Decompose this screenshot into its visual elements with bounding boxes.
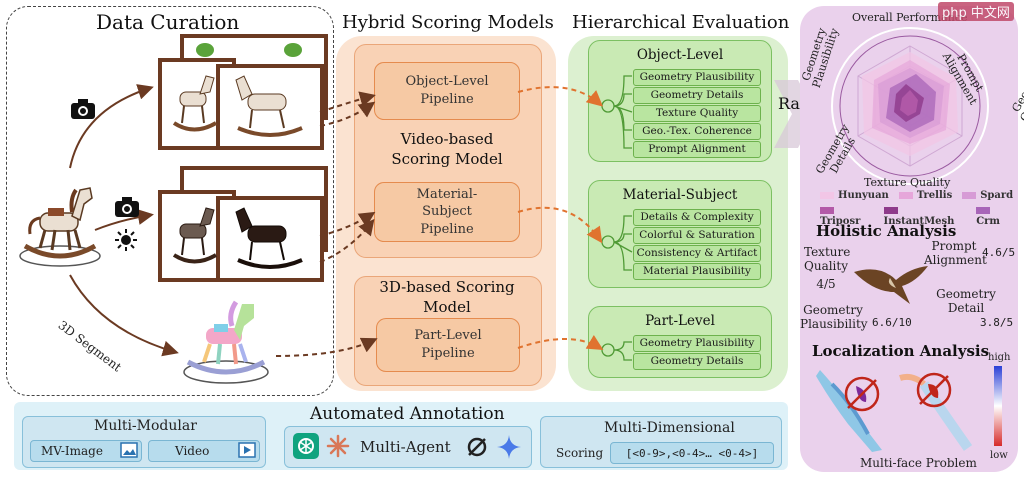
metric-item: Colorful & Saturation: [633, 227, 761, 244]
object-level-pipeline: Object-Level Pipeline: [374, 62, 520, 120]
hierarchical-title: Hierarchical Evaluation: [572, 12, 790, 33]
video-label: Video: [175, 444, 210, 458]
legend-item: Crm: [976, 205, 1016, 227]
prompt-alignment-score: 4.6/5: [982, 246, 1016, 259]
legend-item: Hunyuan: [820, 190, 889, 201]
grok-icon: [467, 437, 487, 457]
multi-agent-label: Multi-Agent: [360, 438, 451, 456]
holistic-title: Holistic Analysis: [816, 222, 957, 240]
metric-item: Geo.-Tex. Coherence: [633, 123, 761, 140]
metric-item: Prompt Alignment: [633, 141, 761, 158]
low-label: low: [990, 450, 1008, 461]
chatgpt-icon: [293, 433, 319, 459]
metric-item: Geometry Plausibility: [633, 335, 761, 352]
metric-item: Consistency & Artifact: [633, 245, 761, 262]
scoring-range: [<0-9>,<0-4>… <0-4>]: [625, 446, 759, 460]
geometry-detail-label: Geometry Detail: [936, 287, 996, 315]
metric-item: Texture Quality: [633, 105, 761, 122]
material-subject-box: Material-Subject Details & Complexity Co…: [588, 180, 772, 288]
curation-arrows: [69, 84, 179, 357]
level-title: Object-Level: [636, 47, 724, 63]
sun-icon: [115, 229, 137, 251]
geometry-detail-score: 3.8/5: [980, 316, 1014, 329]
hybrid-title: Hybrid Scoring Models: [342, 12, 554, 33]
scoring-label: Scoring: [556, 446, 604, 460]
texture-quality-label: Texture Quality: [804, 245, 851, 273]
claude-icon: [326, 434, 350, 458]
part-level-box: Part-Level Geometry Plausibility Geometr…: [588, 306, 772, 378]
metric-item: Geometry Details: [633, 87, 761, 104]
radar-legend: Hunyuan Trellis Spard Triposr InstantMes…: [820, 190, 1016, 227]
prompt-alignment-label: Prompt Alignment: [924, 239, 987, 267]
part-level-pipeline: Part-Level Pipeline: [376, 318, 520, 372]
level-title: Part-Level: [645, 313, 715, 329]
gemini-icon: [497, 435, 521, 459]
segmented-horse-image: [183, 300, 269, 384]
texture-quality-score: 4/5: [816, 277, 836, 291]
geometry-plausibility-label: Geometry Plausibility: [800, 303, 868, 331]
metric-item: Details & Complexity: [633, 209, 761, 226]
legend-item: InstantMesh: [883, 205, 969, 227]
multi-agent-box: [284, 426, 532, 468]
data-curation-panel: [6, 6, 334, 396]
multi-modular-label: Multi-Modular: [94, 418, 197, 434]
localization-heatmap-right: [899, 372, 973, 451]
mv-image-chip: MV-Image: [30, 440, 142, 462]
radar-axis-label: Texture Quality: [864, 176, 951, 189]
metric-item: Geometry Plausibility: [633, 69, 761, 86]
multi-dimensional-label: Multi-Dimensional: [604, 420, 735, 436]
rocking-horse-image: [19, 187, 101, 267]
high-label: high: [988, 352, 1011, 363]
multiview-stack-top: [158, 34, 328, 150]
metric-item: Geometry Details: [633, 353, 761, 370]
legend-item: Trellis: [898, 190, 952, 201]
data-curation-title: Data Curation: [96, 10, 240, 34]
metric-item: Material Plausibility: [633, 263, 761, 280]
mv-image-label: MV-Image: [41, 444, 103, 458]
object-level-box: Object-Level Geometry Plausibility Geome…: [588, 40, 772, 162]
scoring-range-chip: [<0-9>,<0-4>… <0-4>]: [610, 442, 774, 464]
camera-icon: [115, 197, 139, 217]
three-d-model-label: 3D-based Scoring Model: [379, 278, 515, 316]
legend-item: Triposr: [820, 205, 876, 227]
localization-caption: Multi-face Problem: [860, 456, 977, 470]
legend-item: Spard: [962, 190, 1013, 201]
multiview-stack-middle: [158, 166, 328, 282]
radar-chart: [831, 27, 989, 185]
level-title: Material-Subject: [622, 187, 738, 203]
geometry-plausibility-score: 6.6/10: [872, 316, 912, 329]
video-icon: [238, 442, 256, 458]
image-icon: [120, 442, 138, 458]
flow-arrows: [275, 86, 604, 357]
colorbar: [994, 366, 1002, 446]
eagle-image: [854, 266, 928, 304]
camera-icon: [71, 99, 95, 119]
localization-heatmap-left: [816, 370, 882, 452]
annotation-title: Automated Annotation: [310, 404, 505, 424]
localization-title: Localization Analysis: [812, 342, 990, 360]
video-chip: Video: [148, 440, 260, 462]
video-model-label: Video-based Scoring Model: [391, 130, 503, 168]
watermark: php 中文网: [938, 2, 1014, 21]
